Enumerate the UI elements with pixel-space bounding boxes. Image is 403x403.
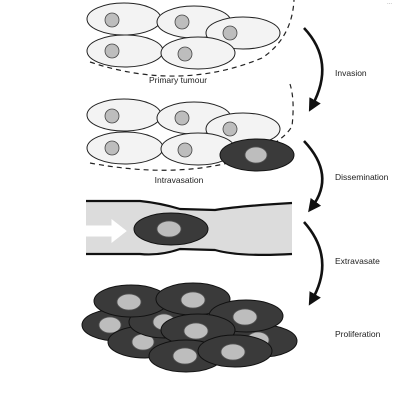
nucleus	[222, 25, 238, 41]
nucleus	[177, 142, 193, 158]
vessel-wall-bottom	[86, 247, 293, 256]
normal-cell	[205, 16, 281, 50]
nucleus	[174, 14, 190, 30]
extravasate-arrow	[303, 221, 324, 306]
secondary-tumour	[81, 282, 298, 373]
nucleus	[222, 121, 238, 137]
cancer-cell	[197, 334, 273, 368]
normal-cell	[86, 34, 164, 68]
primary-tumour-caption: Primary tumour	[149, 75, 207, 85]
normal-cell	[160, 132, 236, 166]
cancer-cell	[219, 138, 295, 172]
primary-tumour-group: Primary tumour	[86, 0, 295, 85]
nucleus	[232, 308, 258, 326]
nucleus	[177, 46, 193, 62]
step-label-extravasate: Extravasate	[335, 256, 380, 266]
normal-cell	[86, 131, 164, 165]
nucleus	[104, 108, 120, 124]
nucleus	[220, 343, 246, 361]
nucleus	[156, 220, 182, 238]
normal-cell	[160, 36, 236, 70]
vessel-wall-top	[86, 199, 293, 212]
nucleus	[174, 110, 190, 126]
step-label-invasion: Invasion	[335, 68, 367, 78]
blood-vessel	[86, 199, 293, 256]
cancer-cell	[155, 282, 231, 316]
nucleus	[180, 291, 206, 309]
nucleus	[172, 347, 198, 365]
nucleus	[104, 140, 120, 156]
flow-arrow-icon	[86, 218, 127, 244]
tumour-boundary	[89, 0, 295, 77]
corner-mark: ...	[387, 0, 392, 6]
nucleus	[244, 146, 268, 164]
normal-cell	[86, 98, 162, 132]
normal-cell	[205, 112, 281, 146]
intravasation-caption: Intravasation	[155, 175, 204, 185]
nucleus	[116, 293, 142, 311]
cancer-cell	[93, 284, 169, 318]
intravasation-group: Intravasation	[86, 83, 295, 185]
circulating-cancer-cell	[133, 212, 209, 246]
nucleus	[104, 43, 120, 59]
step-label-dissemination: Dissemination	[335, 172, 389, 182]
invasion-arrow	[303, 27, 324, 112]
nucleus	[183, 322, 209, 340]
nucleus	[104, 12, 120, 28]
dissemination-arrow	[303, 140, 324, 213]
step-label-proliferation: Proliferation	[335, 329, 381, 339]
nucleus	[98, 316, 122, 334]
normal-cell	[86, 2, 162, 36]
